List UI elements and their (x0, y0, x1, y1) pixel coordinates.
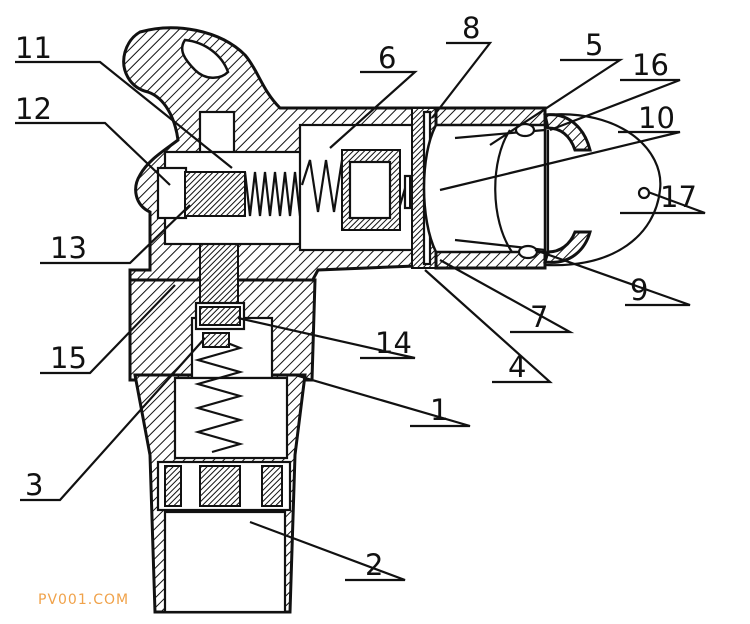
label-15: 15 (50, 341, 87, 375)
label-2: 2 (365, 548, 383, 582)
label-17: 17 (660, 180, 697, 214)
ring-segment-middle (199, 465, 241, 507)
label-12: 12 (15, 92, 52, 126)
watermark-text: PV001.COM (38, 592, 129, 608)
label-13: 13 (50, 231, 87, 265)
spring-cap (202, 332, 230, 348)
label-14: 14 (375, 326, 412, 360)
ring-segment-right (261, 465, 283, 507)
shaft-threads (243, 171, 302, 217)
label-11: 11 (15, 31, 52, 65)
label-9: 9 (630, 273, 648, 307)
label-7: 7 (530, 300, 548, 334)
vertical-spring (193, 336, 245, 454)
label-16: 16 (632, 48, 669, 82)
ball-bottom (517, 244, 539, 260)
front-cap (543, 113, 592, 152)
bolt-head (156, 166, 188, 220)
label-10: 10 (638, 101, 675, 135)
label-1: 1 (430, 393, 448, 427)
label-5: 5 (585, 28, 603, 62)
front-cap-lower (543, 230, 592, 264)
indicator-17 (637, 186, 651, 200)
inner-lens-arc (494, 129, 513, 253)
label-4: 4 (508, 350, 526, 384)
threaded-shaft (184, 171, 246, 217)
front-dome (544, 113, 662, 267)
bottom-chamber (163, 510, 287, 614)
leader-lines (15, 41, 706, 582)
cylinder-cavity (422, 123, 547, 254)
label-8: 8 (462, 11, 480, 45)
ball-top (514, 122, 536, 138)
label-6: 6 (378, 41, 396, 75)
screw-head-fill (199, 306, 241, 326)
hook-cavity (180, 38, 230, 79)
plunger-window (348, 160, 392, 220)
ring-segment-left (164, 465, 182, 507)
label-3: 3 (25, 468, 43, 502)
